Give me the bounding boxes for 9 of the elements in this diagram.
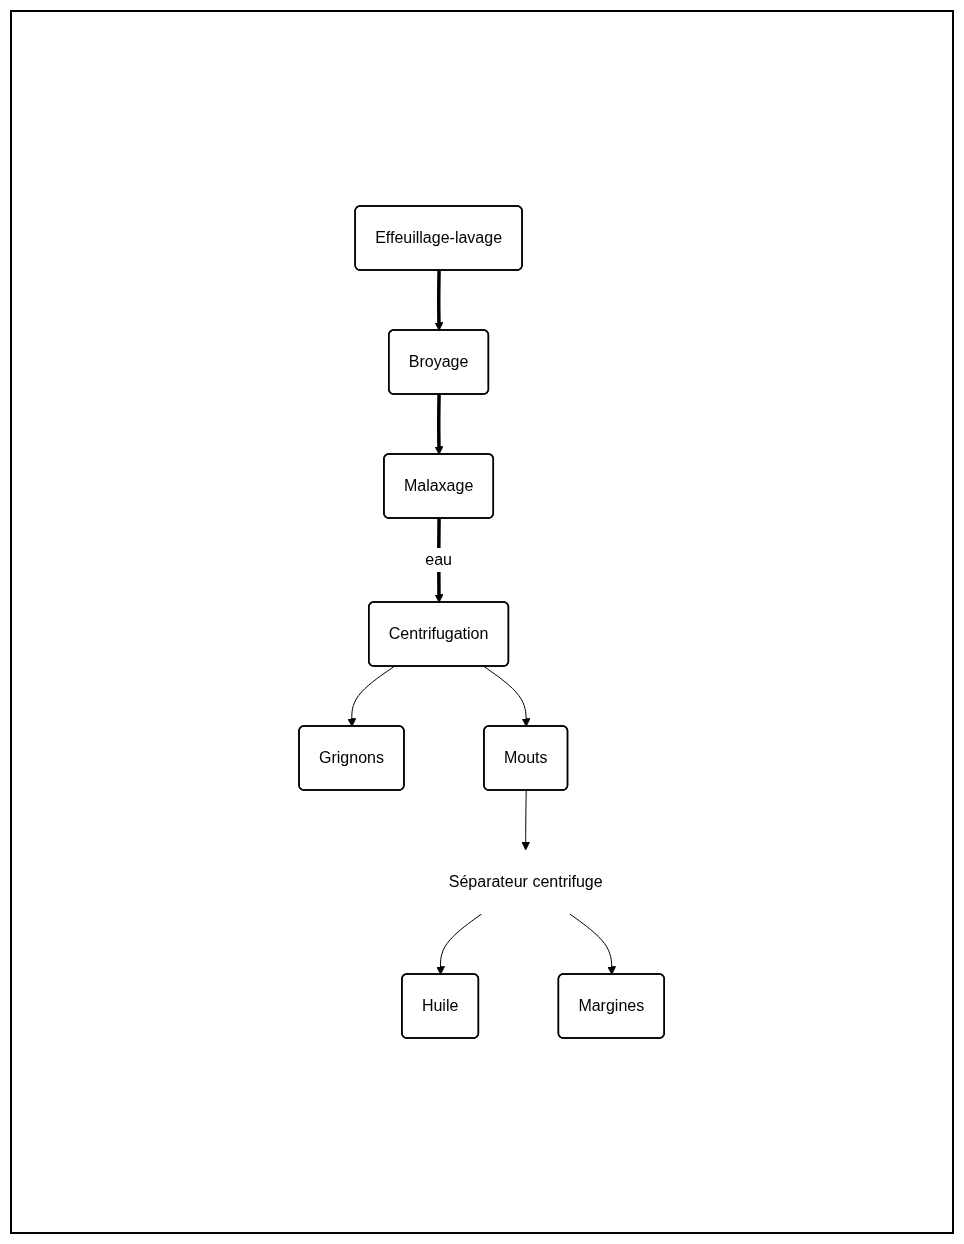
arrow xyxy=(521,790,531,851)
arrow xyxy=(436,913,483,975)
arrow xyxy=(434,394,444,455)
arrow xyxy=(569,913,617,975)
node-text: Séparateur centrifuge xyxy=(449,873,604,890)
arrow xyxy=(483,666,531,727)
edge-label: eau xyxy=(425,551,453,568)
arrow xyxy=(347,666,395,727)
arrow xyxy=(434,270,444,331)
